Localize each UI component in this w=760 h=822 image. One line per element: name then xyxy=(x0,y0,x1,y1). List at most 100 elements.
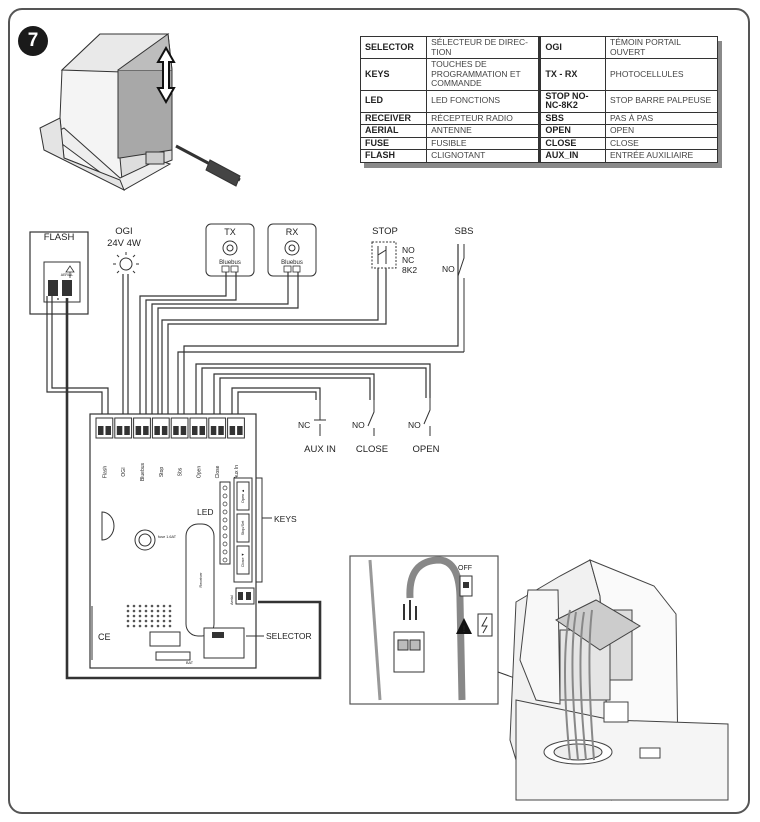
step-number-badge: 7 xyxy=(18,26,48,56)
wiring xyxy=(46,244,464,680)
receiver-label: Receiver xyxy=(199,572,203,588)
vent-hole xyxy=(144,604,148,608)
ogi-lamp-icon xyxy=(113,252,139,274)
vent-hole xyxy=(162,609,166,613)
legend-right-key: OGI xyxy=(538,36,607,59)
vent-hole xyxy=(144,624,148,628)
terminal-block xyxy=(133,417,151,439)
terminal-block xyxy=(151,417,170,439)
led-indicator xyxy=(222,501,228,507)
led-indicator xyxy=(222,517,228,523)
vent-hole xyxy=(156,624,160,628)
vent-hole xyxy=(150,604,154,608)
terminal-label: Aux In xyxy=(234,465,240,479)
vent-hole xyxy=(144,609,148,613)
led-indicator xyxy=(222,525,228,531)
close-label: CLOSE xyxy=(356,444,388,455)
vent-hole xyxy=(138,619,142,623)
flash-label: FLASH xyxy=(44,232,75,243)
vent-hole xyxy=(162,604,166,608)
vent-hole xyxy=(126,609,130,613)
vent-hole xyxy=(126,604,130,608)
tx-photocell xyxy=(205,223,255,277)
legend-right-desc: STOP BARRE PALPEUSE xyxy=(605,89,718,113)
vent-hole xyxy=(144,614,148,618)
battery-detail-inset: ! xyxy=(349,555,499,705)
terminal-block xyxy=(227,417,245,439)
vent-hole xyxy=(132,604,136,608)
vent-hole xyxy=(162,624,166,628)
legend-left-key: KEYS xyxy=(359,58,428,91)
legend-right-key: AUX_IN xyxy=(538,149,607,163)
legend-right-desc: PHOTOCELLULES xyxy=(605,58,718,91)
terminal-block xyxy=(208,417,227,439)
sbs-switch xyxy=(457,244,465,352)
led-indicator xyxy=(222,509,228,515)
terminal-label: Bluebus xyxy=(140,462,146,481)
vent-hole xyxy=(156,604,160,608)
led-indicator xyxy=(222,493,228,499)
terminal-label: Stop xyxy=(159,467,165,478)
legend-left-key: FLASH xyxy=(359,149,428,163)
led-indicator xyxy=(222,533,228,539)
rx-label: RX xyxy=(286,227,299,237)
vent-hole xyxy=(150,609,154,613)
terminal-label: OGI xyxy=(121,467,127,476)
svg-text:!: ! xyxy=(463,624,466,634)
stop-device-icon xyxy=(371,241,397,269)
selector-label: SELECTOR xyxy=(266,631,312,641)
led-indicator xyxy=(222,541,228,547)
key-button[interactable] xyxy=(236,481,250,511)
ogi-rating: 24V 4W xyxy=(107,238,141,249)
stop-no-label: NO xyxy=(402,245,415,255)
off-label: OFF xyxy=(458,565,472,572)
vent-hole xyxy=(156,619,160,623)
legend-right-desc: TÉMOIN PORTAIL OUVERT xyxy=(605,36,718,59)
key-button-label: Close ▼ xyxy=(241,553,245,568)
vent-hole xyxy=(162,619,166,623)
figure-frame xyxy=(8,8,750,814)
motor-unit-illustration xyxy=(39,33,241,192)
led-indicator xyxy=(222,557,228,563)
aux-nc-label: NC xyxy=(298,420,310,430)
rx-bluebus-label: Bluebus xyxy=(281,260,303,266)
terminal-block xyxy=(170,417,189,439)
legend-left-key: SELECTOR xyxy=(359,36,428,59)
key-button[interactable] xyxy=(236,513,250,543)
aux-in-label: AUX IN xyxy=(304,444,336,455)
stop-nc-label: NC xyxy=(402,255,414,265)
flash-unit xyxy=(29,231,89,315)
legend-left-desc: SÉLECTEUR DE DIREC-TION xyxy=(426,36,541,59)
legend-left-desc: TOUCHES DE PROGRAMMATION ET COMMANDE xyxy=(426,58,541,91)
field-switches xyxy=(314,398,431,436)
open-no-label: NO xyxy=(408,420,421,430)
key-button-label: Open ▲ xyxy=(241,489,245,503)
key-button[interactable] xyxy=(236,545,250,575)
vent-hole xyxy=(132,624,136,628)
vent-hole xyxy=(150,614,154,618)
vent-hole xyxy=(138,624,142,628)
tx-bluebus-label: Bluebus xyxy=(219,260,241,266)
vent-hole xyxy=(138,604,142,608)
vent-hole xyxy=(138,609,142,613)
fuse-label: fuse 1.6AT xyxy=(158,535,177,539)
vent-hole xyxy=(150,624,154,628)
legend-right-desc: ENTRÉE AUXILIAIRE xyxy=(605,149,718,163)
bat-label: BAT xyxy=(186,661,194,665)
vent-hole xyxy=(168,624,172,628)
vent-hole xyxy=(126,619,130,623)
motor-interior-illustration xyxy=(509,559,729,801)
vent-hole xyxy=(156,609,160,613)
sbs-no-label: NO xyxy=(442,264,455,274)
vent-hole xyxy=(138,614,142,618)
vent-hole xyxy=(132,619,136,623)
